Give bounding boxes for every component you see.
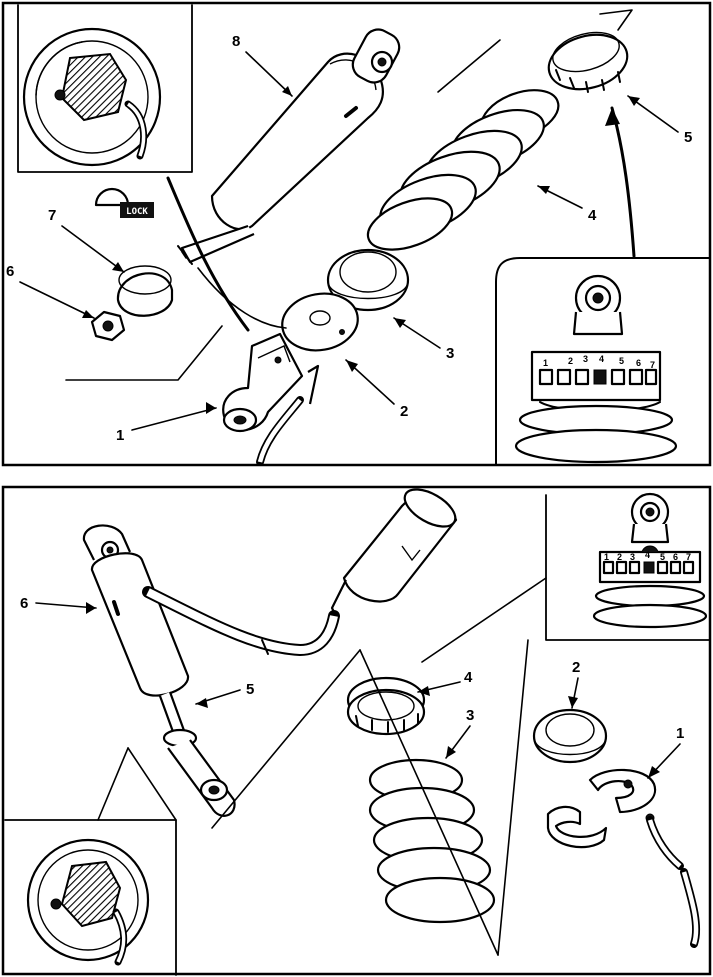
- lower-mount: [222, 332, 320, 466]
- coil-spring-bottom: [368, 758, 496, 924]
- lock-ring-detail-inset-bottom: [4, 819, 177, 976]
- callout-2-bottom: 2: [572, 659, 580, 676]
- hose-line: [166, 176, 250, 332]
- callout-1: 1: [116, 427, 124, 444]
- lock-label: LOCK: [126, 207, 148, 217]
- coil-spring: [366, 89, 560, 251]
- callout-7: 7: [48, 207, 56, 224]
- split-collar: [546, 768, 701, 948]
- callout-3: 3: [446, 345, 454, 362]
- callout-3-bottom: 3: [466, 707, 474, 724]
- callout-5-bottom: 5: [246, 681, 254, 698]
- callout-1-bottom: 1: [676, 725, 684, 742]
- reservoir: [142, 488, 458, 656]
- scale-tick-7-bottom: 7: [686, 552, 691, 562]
- callout-4: 4: [588, 207, 597, 224]
- bottom-panel: 1 2 3 4 5 6 7 6 5 4 3 2 1: [1, 485, 712, 976]
- scale-tick-3: 3: [583, 354, 588, 364]
- adjuster-ring-bottom: [346, 676, 426, 736]
- scale-tick-1: 1: [543, 358, 548, 368]
- scale-tick-4: 4: [599, 354, 604, 364]
- washer: [281, 292, 359, 352]
- callout-2: 2: [400, 403, 408, 420]
- preload-scale-inset: 1 2 3 4 5 6 7: [495, 257, 711, 466]
- scale-tick-5: 5: [619, 356, 624, 366]
- scale-tick-2-bottom: 2: [617, 552, 622, 562]
- lock-pin: [54, 89, 66, 101]
- damper-body-bottom: [82, 524, 236, 817]
- bushing: [116, 265, 174, 317]
- callout-6: 6: [6, 263, 14, 280]
- callout-5: 5: [684, 129, 692, 146]
- scale-tick-7: 7: [650, 360, 655, 370]
- scale-tick-6: 6: [636, 358, 641, 368]
- bottom-callouts: 6 5 4 3 2 1: [20, 595, 684, 779]
- spring-seat-bottom: [532, 708, 608, 764]
- top-panel: LOCK: [1, 1, 712, 467]
- scale-tick-1-bottom: 1: [604, 552, 609, 562]
- lock-nut: [90, 310, 126, 342]
- preload-scale-inset-bottom: 1 2 3 4 5 6 7: [545, 492, 711, 641]
- top-callouts: 8 5 4 7 6 3 2 1: [6, 33, 692, 444]
- scale-tick-3-bottom: 3: [630, 552, 635, 562]
- adjuster-ring: [547, 31, 629, 93]
- callout-6-bottom: 6: [20, 595, 28, 612]
- scale-tick-5-bottom: 5: [660, 552, 665, 562]
- scale-tick-6-bottom: 6: [673, 552, 678, 562]
- scale-tick-4-bottom: 4: [645, 550, 650, 560]
- lock-label-box: [120, 202, 154, 218]
- top-panel-frame: [1, 1, 712, 467]
- callout-8: 8: [232, 33, 240, 50]
- assembly-guide-line: [65, 325, 223, 381]
- spring-seat: [326, 248, 410, 312]
- lock-indicator: LOCK: [94, 187, 154, 218]
- callout-4-bottom: 4: [464, 669, 473, 686]
- scale-tick-2: 2: [568, 356, 573, 366]
- bottom-panel-frame: [1, 485, 712, 976]
- damper-body: [177, 28, 401, 265]
- lock-ring-detail-inset: [17, 4, 193, 173]
